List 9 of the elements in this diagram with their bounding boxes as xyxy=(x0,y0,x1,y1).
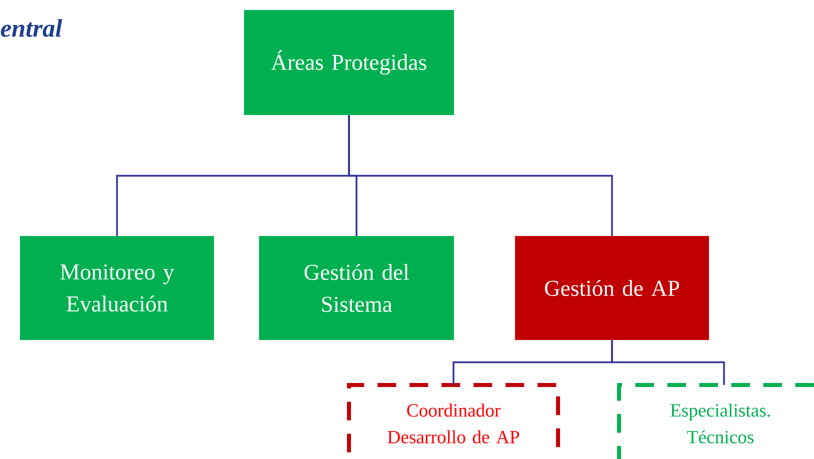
org-box: Áreas Protegidas xyxy=(244,10,454,116)
org-box: Gestión de AP xyxy=(515,236,709,340)
org-box: Monitoreo y Evaluación xyxy=(20,236,214,340)
dashed-box: Especialistas. Técnicos xyxy=(617,382,814,459)
title: entral xyxy=(0,19,62,37)
dashed-box: Coordinador Desarrollo de AP xyxy=(346,382,560,459)
connector xyxy=(611,340,725,385)
connector xyxy=(348,115,613,236)
org-box: Gestión del Sistema xyxy=(259,236,454,340)
